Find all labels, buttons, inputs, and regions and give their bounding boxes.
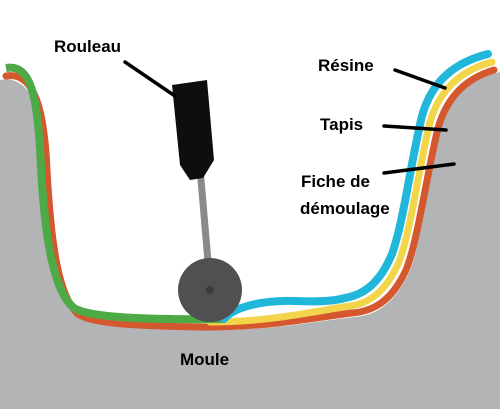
label-resine: Résine	[318, 56, 374, 75]
roller-handle	[172, 80, 214, 180]
resin-layer	[220, 50, 492, 323]
leader-line-tapis	[382, 124, 448, 132]
leader-line-fiche	[382, 162, 456, 175]
label-tapis: Tapis	[320, 115, 364, 134]
mat-layer	[206, 58, 496, 326]
label-fiche-line1: Fiche de	[301, 172, 370, 191]
mold-body	[0, 72, 500, 409]
label-moule: Moule	[180, 350, 230, 369]
label-fiche-line2: démoulage	[300, 199, 390, 218]
roller-axle	[206, 286, 214, 294]
leader-line-rouleau	[123, 60, 177, 98]
leader-line-resine	[393, 68, 447, 90]
release-sheet-layer	[2, 66, 498, 331]
resin-rolled-layer	[5, 63, 225, 324]
label-rouleau: Rouleau	[54, 37, 122, 56]
